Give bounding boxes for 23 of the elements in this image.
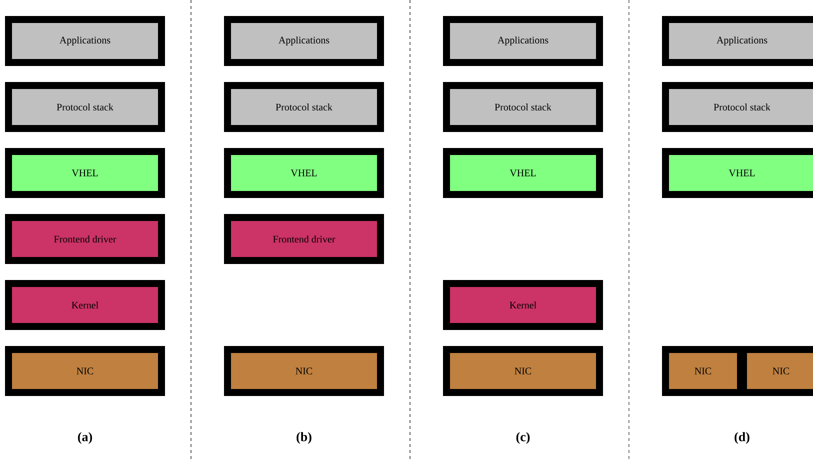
layer-box: Kernel — [5, 280, 165, 330]
layer-box: Applications — [443, 16, 603, 66]
layer-box: Protocol stack — [662, 82, 813, 132]
layer-box: Protocol stack — [443, 82, 603, 132]
layer-box: Frontend driver — [224, 214, 384, 264]
layer-box: Protocol stack — [224, 82, 384, 132]
layer-box: VHEL — [224, 148, 384, 198]
panel-label: (d) — [734, 432, 750, 444]
panel-label: (c) — [516, 432, 530, 444]
layer-box: VHEL — [443, 148, 603, 198]
panel-label: (a) — [78, 432, 92, 444]
layer-box: Protocol stack — [5, 82, 165, 132]
layer-box: Kernel — [443, 280, 603, 330]
panel-label: (b) — [296, 432, 312, 444]
layer-box: VHEL — [5, 148, 165, 198]
layer-box: NIC — [5, 346, 165, 396]
layer-box: VHEL — [662, 148, 813, 198]
layer-box: NIC — [224, 346, 384, 396]
layer-box: Applications — [662, 16, 813, 66]
layer-box: Frontend driver — [5, 214, 165, 264]
layer-box: NIC — [443, 346, 603, 396]
layer-box: Applications — [5, 16, 165, 66]
layer-box: Applications — [224, 16, 384, 66]
